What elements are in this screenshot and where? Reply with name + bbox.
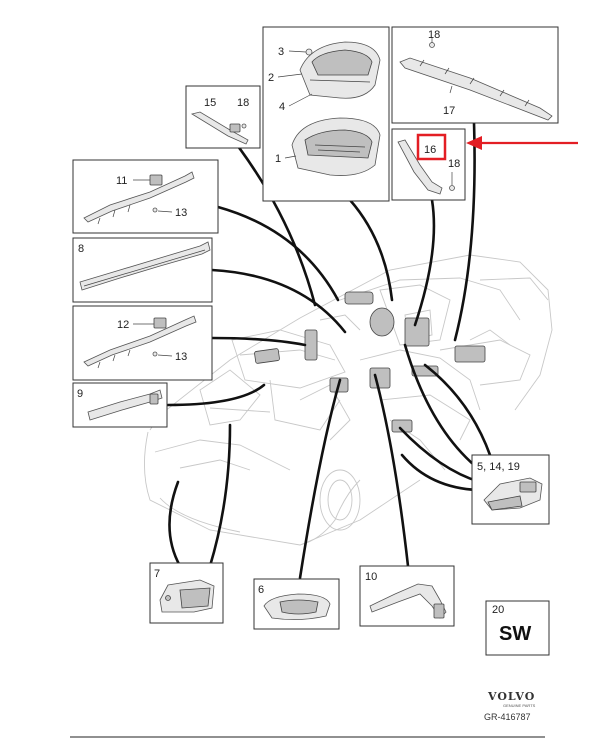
box-part-17: 18 17 xyxy=(391,26,559,124)
box-part-12: 12 13 xyxy=(72,305,213,381)
highlight-box xyxy=(416,133,447,161)
box-part-8: 8 xyxy=(72,237,213,303)
callout-6: 6 xyxy=(258,584,264,596)
installed-parts xyxy=(254,291,486,433)
callout-18-top-right: 18 xyxy=(428,29,440,41)
callout-8: 8 xyxy=(78,243,84,255)
box-part-20: 20 SW xyxy=(485,600,550,656)
callout-5-14-19: 5, 14, 19 xyxy=(477,461,520,473)
box-part-16: 16 18 xyxy=(391,128,466,201)
box-parts-5-14-19: 5, 14, 19 xyxy=(471,454,550,525)
box-part-7: 7 xyxy=(149,562,224,624)
box-part-11: 11 13 xyxy=(72,159,219,234)
volvo-logo: VOLVO xyxy=(487,690,535,703)
callout-18-part-15: 18 xyxy=(237,97,249,109)
callout-7: 7 xyxy=(154,568,160,580)
callout-12: 12 xyxy=(117,319,129,331)
callout-9: 9 xyxy=(77,388,83,400)
box-part-9: 9 xyxy=(72,382,168,428)
callout-18-part-16: 18 xyxy=(448,158,460,170)
software-label: SW xyxy=(499,623,531,645)
callout-3: 3 xyxy=(278,46,284,58)
callout-4: 4 xyxy=(279,101,285,113)
callout-11: 11 xyxy=(116,175,127,187)
red-arrow xyxy=(466,136,578,150)
brand-block: VOLVO GENUINE PARTS GR-416787 xyxy=(484,690,536,722)
box-part-6: 6 xyxy=(253,578,340,630)
drawing-reference: GR-416787 xyxy=(484,712,531,722)
callout-15: 15 xyxy=(204,97,216,109)
callout-10: 10 xyxy=(365,571,377,583)
callout-16: 16 xyxy=(424,144,436,156)
callout-13-lower: 13 xyxy=(175,351,187,363)
box-part-15: 15 18 xyxy=(185,85,261,149)
box-part-10: 10 xyxy=(359,565,455,627)
callout-20: 20 xyxy=(492,604,504,616)
volvo-logo-sub: GENUINE PARTS xyxy=(503,703,536,708)
callout-2: 2 xyxy=(268,72,274,84)
callout-17: 17 xyxy=(443,105,455,117)
callout-1: 1 xyxy=(275,153,281,165)
box-overhead-console: 3 2 4 1 xyxy=(262,26,390,202)
callout-13-upper: 13 xyxy=(175,207,187,219)
